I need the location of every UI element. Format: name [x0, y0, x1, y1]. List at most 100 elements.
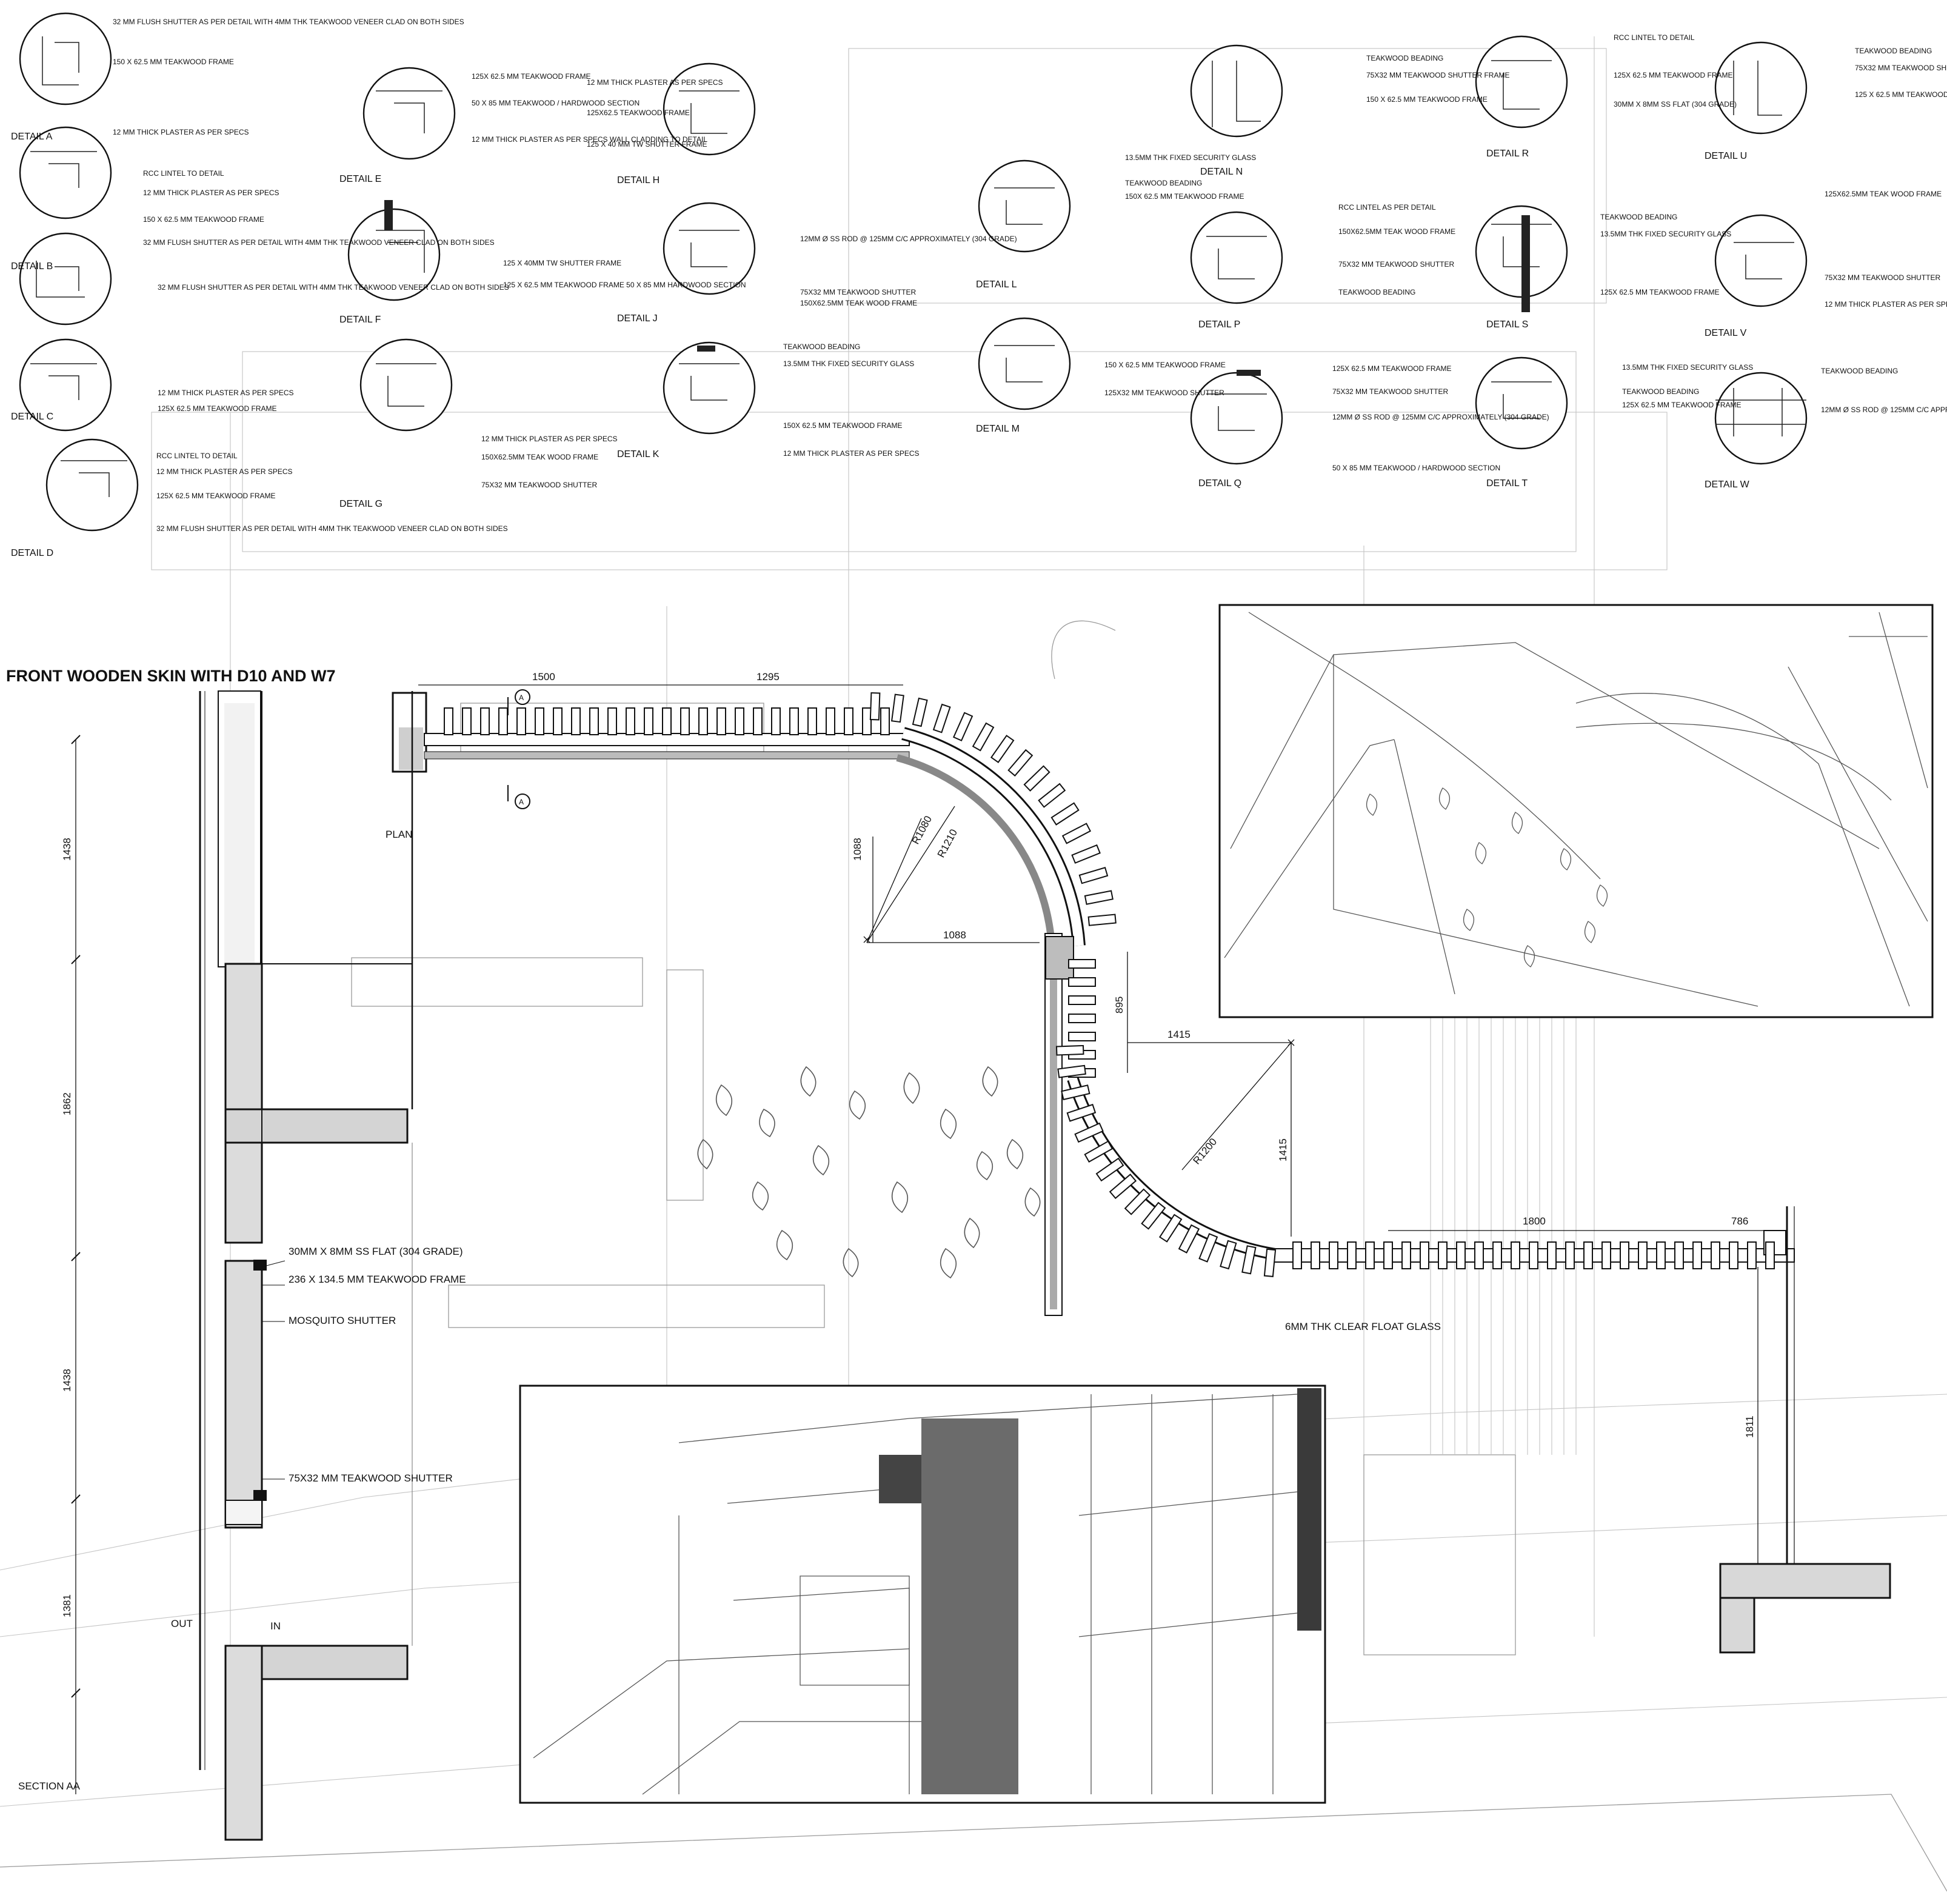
note-k-3: 150X 62.5 MM TEAKWOOD FRAME	[783, 421, 903, 430]
louvre-fin	[1565, 1241, 1575, 1269]
louvre-fin	[644, 707, 653, 735]
note-e-1: 125X 62.5 MM TEAKWOOD FRAME	[472, 72, 591, 81]
louvre-fin	[1023, 765, 1050, 792]
note-j-2: 75X32 MM TEAKWOOD SHUTTER	[800, 288, 916, 296]
note-q-3: 12MM Ø SS ROD @ 125MM C/C APPROXIMATELY …	[1332, 413, 1549, 421]
louvre-fin	[1638, 1241, 1648, 1269]
louvre-fin	[1241, 1245, 1257, 1275]
dim-1800: 1800	[1523, 1215, 1546, 1227]
note-s-1: TEAKWOOD BEADING	[1600, 213, 1677, 221]
note-h-3: 125 X 40 MM TW SHUTTER FRAME	[587, 140, 707, 149]
louvre-fin	[1068, 977, 1096, 987]
note-t-2: TEAKWOOD BEADING	[1622, 387, 1699, 396]
dim-786: 786	[1731, 1215, 1748, 1227]
section-dim-1862: 1862	[61, 1092, 73, 1115]
detail-label-e: DETAIL E	[339, 174, 381, 184]
louvre-fin	[771, 707, 781, 735]
detail-label-u: DETAIL U	[1705, 151, 1747, 161]
louvre-fin	[1529, 1241, 1538, 1269]
section-note-shutter: 75X32 MM TEAKWOOD SHUTTER	[289, 1472, 453, 1484]
louvre-fin	[1292, 1241, 1302, 1269]
section-label: SECTION AA	[18, 1780, 81, 1792]
louvre-fin	[890, 693, 904, 723]
detail-dark-blocks	[384, 200, 1530, 376]
leaf-pattern	[697, 1066, 1041, 1279]
louvre-fin	[716, 707, 726, 735]
note-b-4: 32 MM FLUSH SHUTTER AS PER DETAIL WITH 4…	[143, 238, 495, 247]
louvre-fin	[1061, 823, 1092, 844]
detail-label-c: DETAIL C	[11, 412, 53, 422]
detail-label-q: DETAIL Q	[1198, 478, 1241, 489]
inset-top-right-lines	[1224, 612, 1928, 1007]
louvre-fin	[1692, 1241, 1702, 1269]
note-h-2: 125X62.5 TEAKWOOD FRAME	[587, 109, 690, 117]
louvre-fin	[807, 707, 817, 735]
louvre-fin	[1263, 1248, 1277, 1277]
louvre-fin	[1084, 1140, 1114, 1163]
detail-label-g: DETAIL G	[339, 499, 382, 509]
note-c-3: 125X 62.5 MM TEAKWOOD FRAME	[158, 404, 277, 413]
louvre-fin	[1109, 1174, 1137, 1200]
detail-label-r: DETAIL R	[1486, 149, 1529, 159]
section-aa	[71, 690, 413, 1841]
note-s-2: 13.5MM THK FIXED SECURITY GLASS	[1600, 230, 1731, 238]
note-g-1: 12 MM THICK PLASTER AS PER SPECS	[481, 435, 618, 443]
note-c-1: 32 MM FLUSH SHUTTER AS PER DETAIL WITH 4…	[158, 283, 509, 292]
detail-label-b: DETAIL B	[11, 261, 53, 272]
section-marker-top: A	[519, 693, 524, 702]
sheet-title: FRONT WOODEN SKIN WITH D10 AND W7	[6, 667, 336, 685]
note-q-2: 75X32 MM TEAKWOOD SHUTTER	[1332, 387, 1448, 396]
louvre-fin	[1711, 1241, 1720, 1269]
louvre-fin	[952, 712, 974, 741]
louvre-fin	[553, 707, 563, 735]
note-u-1: TEAKWOOD BEADING	[1855, 47, 1932, 55]
dim-r1200: R1200	[1191, 1136, 1220, 1167]
louvre-fin	[1383, 1241, 1393, 1269]
louvre-fin	[680, 707, 690, 735]
louvre-fin	[990, 735, 1015, 763]
note-p-4: TEAKWOOD BEADING	[1338, 288, 1415, 296]
louvre-fin	[1438, 1241, 1448, 1269]
louvre-fin	[1729, 1241, 1738, 1269]
louvre-fin	[1007, 749, 1034, 777]
detail-label-v: DETAIL V	[1705, 328, 1747, 338]
note-c-2: 12 MM THICK PLASTER AS PER SPECS	[158, 389, 294, 397]
plan-dimensions: 1500 1295 1088 R1080 R1210 1088 895 1415…	[532, 671, 1755, 1438]
note-q-4: 50 X 85 MM TEAKWOOD / HARDWOOD SECTION	[1332, 464, 1500, 472]
louvre-fin	[1311, 1241, 1320, 1269]
note-l-2: TEAKWOOD BEADING	[1125, 179, 1202, 187]
louvre-fin	[1078, 867, 1109, 884]
note-f-1: 125 X 40MM TW SHUTTER FRAME	[503, 259, 621, 267]
note-n-3: 150 X 62.5 MM TEAKWOOD FRAME	[1366, 95, 1488, 104]
louvre-fin	[589, 707, 599, 735]
note-g-2: 150X62.5MM TEAK WOOD FRAME	[481, 453, 598, 461]
louvre-fin	[1074, 1122, 1104, 1143]
louvre-fin	[753, 707, 763, 735]
louvre-fin	[1095, 1157, 1124, 1182]
louvre-fin	[698, 707, 708, 735]
dim-1415-v: 1415	[1277, 1138, 1289, 1161]
louvre-fin	[1158, 1214, 1183, 1243]
louvre-fin	[1061, 1084, 1090, 1101]
dim-1088-v: 1088	[852, 838, 863, 861]
louvre-fin	[932, 703, 951, 733]
note-k-2: 13.5MM THK FIXED SECURITY GLASS	[783, 359, 914, 368]
louvre-fin	[1068, 995, 1096, 1005]
louvre-fin	[1068, 1032, 1096, 1041]
detail-label-j: DETAIL J	[617, 313, 658, 324]
louvre-fin	[1066, 1103, 1097, 1122]
louvre-fin	[1365, 1241, 1375, 1269]
detail-label-d: DETAIL D	[11, 548, 53, 558]
detail-notes: 32 MM FLUSH SHUTTER AS PER DETAIL WITH 4…	[113, 18, 1947, 533]
section-note-frame: 236 X 134.5 MM TEAKWOOD FRAME	[289, 1274, 466, 1285]
note-d-1: RCC LINTEL TO DETAIL	[156, 452, 238, 460]
louvre-fin	[826, 707, 835, 735]
louvre-fin	[1124, 1188, 1151, 1215]
note-r-1: RCC LINTEL TO DETAIL	[1614, 33, 1695, 42]
note-q-1: 125X 62.5 MM TEAKWOOD FRAME	[1332, 364, 1452, 373]
note-n-2: 75X32 MM TEAKWOOD SHUTTER FRAME	[1366, 71, 1509, 79]
louvre-fin	[1068, 959, 1096, 969]
louvre-fin	[1492, 1241, 1502, 1269]
